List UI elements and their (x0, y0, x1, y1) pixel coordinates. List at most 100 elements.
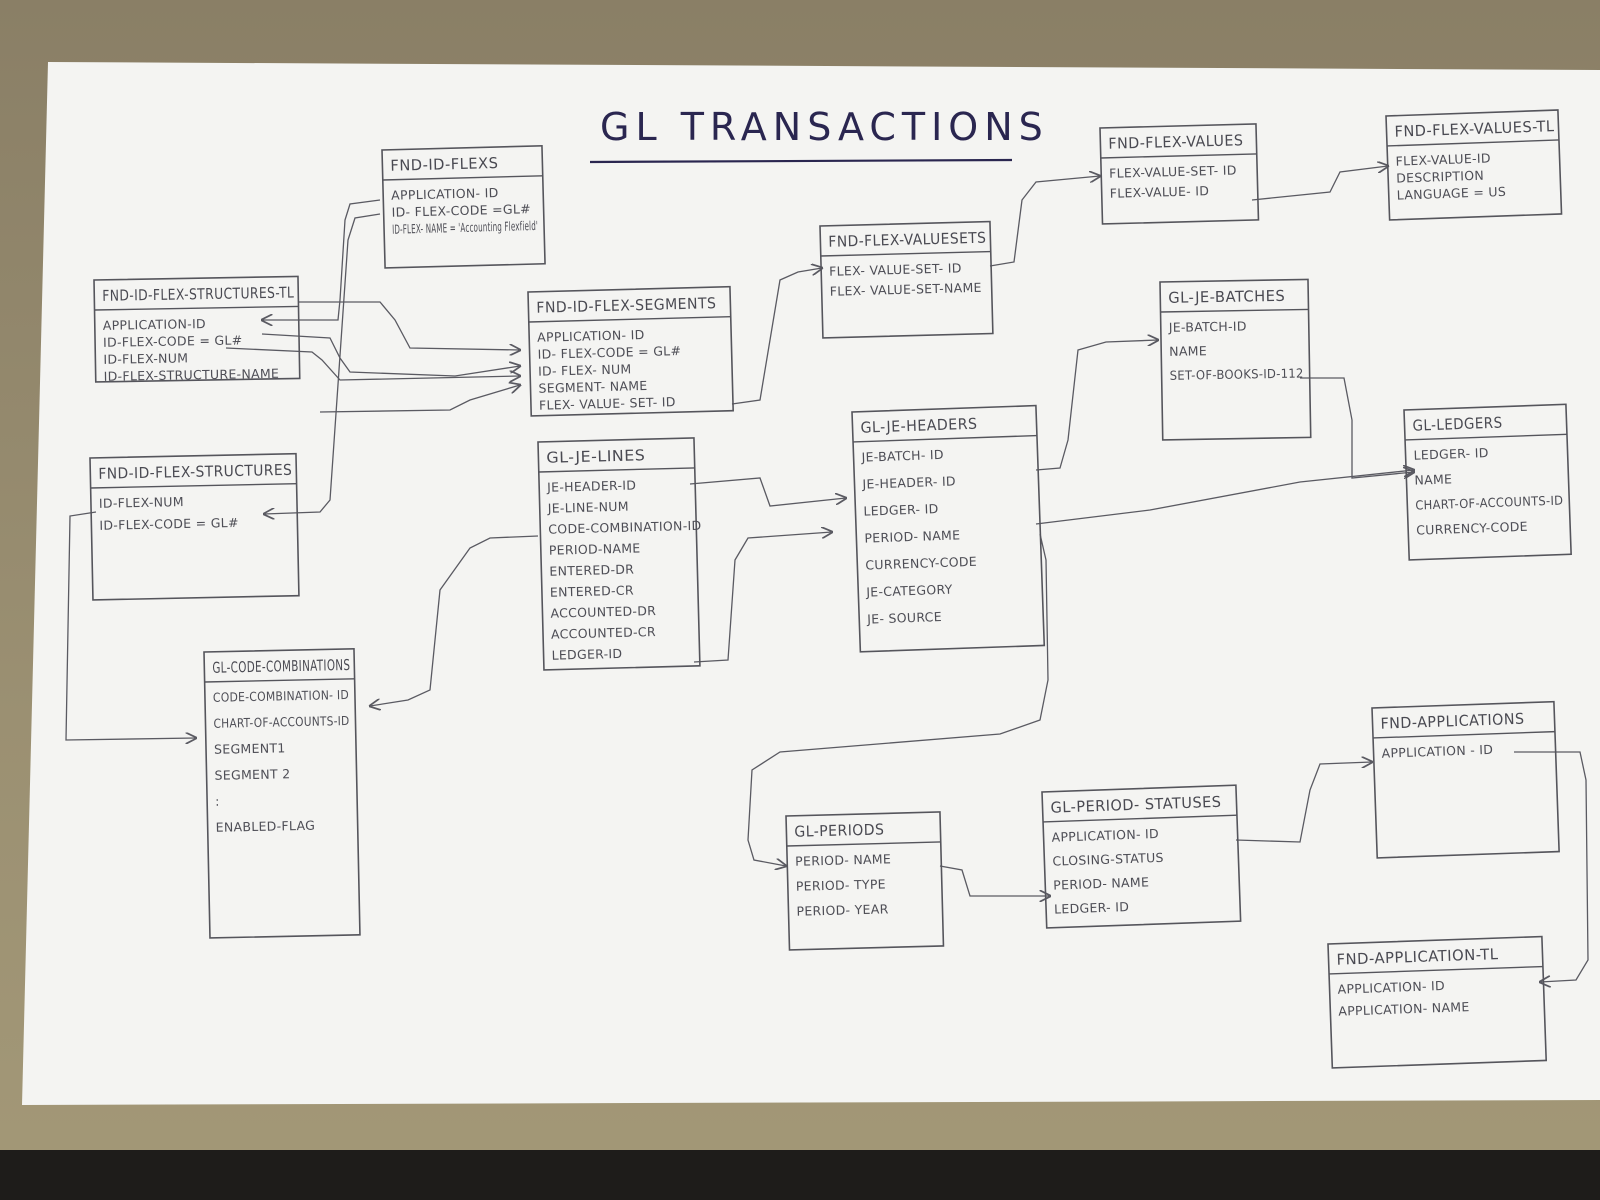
desk-edge (0, 1150, 1600, 1200)
entity-field: SET-OF-BOOKS-ID-112 (1169, 366, 1303, 383)
entity-box (785, 811, 945, 951)
entity-divider (528, 316, 731, 323)
entity-field: ID-FLEX-CODE = GL# (103, 332, 243, 349)
entity-field: CURRENCY-CODE (1416, 519, 1528, 538)
relationship-connector (370, 535, 539, 706)
relationship-connector (262, 199, 381, 320)
entity-title: FND-FLEX-VALUES (1108, 131, 1243, 153)
relationship-connector (264, 213, 381, 514)
entity-divider (538, 467, 695, 473)
entity-gl-je-batches: GL-JE-BATCHES JE-BATCH-ID NAME SET-OF-BOOKS… (1159, 278, 1312, 441)
entity-divider (1100, 153, 1257, 159)
entity-field: JE-BATCH-ID (1168, 318, 1247, 334)
entity-field: APPLICATION- ID (1337, 978, 1445, 997)
entity-title: FND-ID-FLEX-SEGMENTS (536, 294, 716, 317)
relationship-connector (298, 301, 520, 350)
entity-divider (90, 482, 297, 489)
entity-gl-periods: GL-PERIODS PERIOD- NAME PERIOD- TYPE PERIOD… (785, 811, 945, 951)
entity-field: JE-CATEGORY (865, 582, 953, 600)
relationship-connector (747, 533, 1049, 866)
entity-field: SEGMENT1 (214, 740, 286, 756)
entity-field: PERIOD- NAME (864, 527, 960, 545)
entity-field: ID-FLEX- NAME = 'Accounting Flexfield' (392, 218, 538, 237)
entity-title: GL-PERIODS (794, 820, 884, 840)
entity-field: ENTERED-CR (550, 583, 634, 600)
entity-fnd-id-flex-structures-tl: FND-ID-FLEX-STRUCTURES-TLAPPLICATION-IDI… (93, 275, 301, 384)
entity-divider (1387, 139, 1559, 147)
relationship-connector (261, 333, 520, 377)
title-underline (589, 158, 1013, 164)
entity-field: ACCOUNTED-CR (551, 624, 656, 642)
entity-title: FND-ID-FLEX-STRUCTURES (98, 461, 292, 483)
entity-box (89, 452, 300, 601)
entity-box (203, 648, 361, 939)
entity-field: ACCOUNTED-DR (550, 603, 656, 621)
entity-field: FLEX-VALUE-ID (1395, 150, 1491, 168)
entity-fnd-application-tl: FND-APPLICATION-TL APPLICATION- ID APPLICA… (1327, 935, 1548, 1069)
entity-box (1159, 278, 1312, 441)
entity-field: SEGMENT- NAME (538, 378, 647, 396)
entity-field: APPLICATION- NAME (1338, 999, 1470, 1019)
entity-box (1041, 784, 1242, 929)
entity-field: JE-LINE-NUM (547, 499, 629, 516)
relationship-connector (731, 268, 822, 405)
entity-field: PERIOD- YEAR (796, 901, 889, 918)
entity-box (1371, 700, 1560, 859)
relationship-connector (1235, 762, 1372, 843)
entity-fnd-id-flex-structures: FND-ID-FLEX-STRUCTURES ID-FLEX-NUM ID-FLEX… (89, 452, 300, 601)
entity-divider (1373, 730, 1555, 739)
entity-title: GL-JE-HEADERS (860, 415, 978, 437)
entity-field: LEDGER- ID (863, 501, 939, 519)
entity-title: GL-LEDGERS (1412, 414, 1503, 435)
entity-divider (1043, 814, 1237, 823)
relationship-connector (989, 176, 1100, 267)
entity-divider (204, 678, 355, 683)
relationship-connector (939, 865, 1050, 896)
relationships (65, 166, 1589, 982)
entity-divider (1405, 433, 1567, 441)
entity-field: PERIOD-NAME (549, 540, 641, 557)
entity-field: NAME (1169, 343, 1207, 359)
entity-box (851, 404, 1046, 653)
entity-divider (1160, 308, 1309, 313)
entity-field: FLEX- VALUE- SET- ID (539, 394, 676, 413)
entity-field: CLOSING-STATUS (1052, 850, 1164, 869)
entity-title: FND-FLEX-VALUES-TL (1394, 117, 1555, 141)
relationship-connector (225, 347, 520, 380)
entity-field: ID- FLEX-CODE =GL# (391, 201, 531, 220)
entity-title: GL-JE-BATCHES (1168, 287, 1285, 307)
entity-field: JE-HEADER-ID (546, 477, 636, 494)
entity-field: PERIOD- NAME (795, 851, 891, 869)
entity-field: FLEX-VALUE- ID (1110, 183, 1210, 201)
entity-gl-je-lines: GL-JE-LINESJE-HEADER-IDJE-LINE-NUMCODE-C… (537, 437, 702, 671)
entity-box (381, 144, 546, 269)
entity-field: NAME (1414, 471, 1452, 487)
entity-field: ID-FLEX-NUM (99, 494, 184, 511)
entity-box (527, 285, 734, 417)
entity-field: CURRENCY-CODE (865, 554, 977, 573)
entity-field: FLEX- VALUE-SET-NAME (830, 280, 982, 299)
entity-field: LEDGER-ID (551, 646, 622, 663)
entity-field: LANGUAGE = US (1397, 184, 1507, 203)
entity-field: PERIOD- TYPE (796, 876, 886, 893)
entity-field: ENTERED-DR (549, 562, 634, 579)
entity-field: APPLICATION - ID (1381, 742, 1493, 761)
relationship-connector (693, 532, 832, 663)
entity-field: ID- FLEX- NUM (538, 361, 632, 378)
entity-field: ID- FLEX-CODE = GL# (537, 343, 681, 362)
relationship-connector (1035, 340, 1158, 471)
entity-field: PERIOD- NAME (1053, 874, 1149, 892)
entity-box (93, 275, 301, 383)
entity-divider (94, 305, 299, 311)
entity-field: ID-FLEX-CODE = GL# (99, 515, 239, 533)
entity-field: ENABLED-FLAG (216, 818, 316, 835)
entity-title: FND-APPLICATION-TL (1336, 945, 1499, 969)
entity-divider (853, 434, 1037, 443)
